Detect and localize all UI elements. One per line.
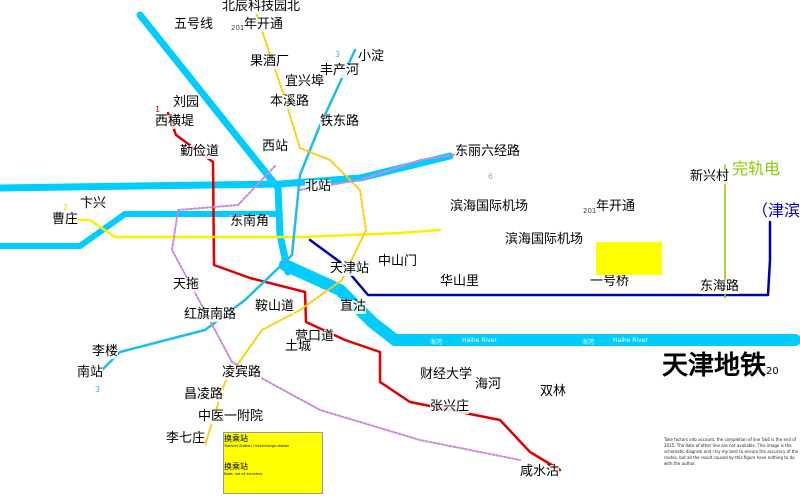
annotation-airport: 滨海国际机场: [450, 199, 529, 214]
station-label[interactable]: 鞍山道: [255, 299, 295, 314]
annotation-jinbin: （津滨: [752, 201, 800, 220]
station-label[interactable]: 果酒厂: [250, 54, 290, 69]
station-label[interactable]: 东丽六经路: [455, 144, 521, 159]
line-9: [308, 220, 772, 297]
station-label[interactable]: 海河: [475, 377, 502, 392]
annotation-year-2017: 2017: [231, 24, 249, 32]
legend-footnote: Note: not all transfers: [224, 472, 263, 476]
station-label[interactable]: 张兴庄: [430, 399, 470, 414]
station-label[interactable]: 小淀: [358, 49, 385, 64]
station-label[interactable]: 华山里: [440, 274, 480, 289]
river-label-en: Haihe River: [462, 337, 497, 344]
annotation-line5-suffix: 年开通: [244, 17, 284, 32]
station-label[interactable]: 新兴村: [690, 169, 730, 184]
river-label-cn-2: 海河: [582, 339, 595, 346]
line-6-number: 6: [488, 172, 494, 181]
station-label[interactable]: 西站: [262, 139, 289, 154]
station-label[interactable]: 咸水沽: [520, 464, 560, 479]
station-label[interactable]: 红旗南路: [184, 307, 237, 322]
annotation-year-2014: 2014: [583, 207, 601, 215]
station-label[interactable]: 西横堤: [155, 114, 195, 129]
line-4: [204, 9, 367, 446]
river: [0, 11, 800, 346]
legend: 换乘站 Transfer Station / Interchange stati…: [223, 432, 323, 494]
map-title-suffix: 20: [766, 366, 779, 377]
annotation-line5: 五号线: [174, 17, 214, 32]
station-label[interactable]: 曹庄: [52, 212, 79, 227]
legend-description: Transfer Station / Interchange station: [224, 444, 290, 448]
line-3: [95, 48, 357, 377]
station-label[interactable]: 土城: [285, 339, 312, 354]
station-label[interactable]: 一号桥: [590, 274, 630, 289]
line-3-number-south: 3: [95, 385, 101, 394]
legend-header: 换乘站: [224, 434, 248, 443]
disclaimer-note: Take factors into account, the completio…: [664, 437, 799, 466]
station-label[interactable]: 北辰科技园北: [222, 0, 301, 14]
station-label[interactable]: 双林: [540, 384, 567, 399]
river-label-cn: 海河: [430, 339, 443, 346]
station-label[interactable]: 宜兴埠: [285, 74, 325, 89]
station-label[interactable]: 南站: [77, 365, 104, 380]
station-label[interactable]: 东海路: [700, 279, 740, 294]
station-label[interactable]: 李七庄: [166, 431, 206, 446]
station-label[interactable]: 财经大学: [420, 367, 473, 382]
station-label[interactable]: 昌凌路: [184, 387, 224, 402]
line-1-number: 1: [155, 105, 161, 114]
river-label-en-2: Haihe River: [613, 337, 648, 344]
annotation-airport-suffix: 年开通: [596, 199, 636, 214]
station-label[interactable]: 北站: [305, 179, 332, 194]
metro-lines: [60, 9, 772, 472]
transfer-highlight-box: [596, 242, 662, 275]
station-label[interactable]: 东南角: [230, 214, 270, 229]
station-label[interactable]: 天拖: [173, 277, 200, 292]
river-haihe: [279, 259, 800, 346]
line-3-number: 3: [335, 50, 341, 59]
station-label[interactable]: 天津站: [330, 261, 370, 276]
annotation-tram: 完轨电: [732, 159, 781, 178]
station-label[interactable]: 中山门: [378, 254, 418, 269]
map-title-text: 天津地铁: [662, 351, 767, 381]
station-label[interactable]: 李楼: [92, 344, 119, 359]
line-2: [60, 218, 442, 239]
station-label[interactable]: 直沽: [340, 299, 367, 314]
station-label[interactable]: 本溪路: [270, 94, 310, 109]
station-label[interactable]: 铁东路: [320, 114, 360, 129]
line-2-number: 2: [63, 203, 69, 212]
line-5: [171, 165, 521, 461]
map-title: 天津地铁20: [662, 352, 779, 386]
station-label[interactable]: 卞兴: [80, 196, 107, 211]
station-label[interactable]: 中医一附院: [198, 409, 264, 424]
station-label[interactable]: 刘园: [173, 95, 200, 110]
legend-footer-row: 换乘站: [224, 462, 248, 471]
station-label[interactable]: 滨海国际机场: [505, 232, 584, 247]
line-1: [166, 111, 562, 472]
station-label[interactable]: 勤俭道: [180, 144, 220, 159]
station-label[interactable]: 丰产河: [320, 63, 360, 78]
station-label[interactable]: 凌宾路: [222, 365, 262, 380]
